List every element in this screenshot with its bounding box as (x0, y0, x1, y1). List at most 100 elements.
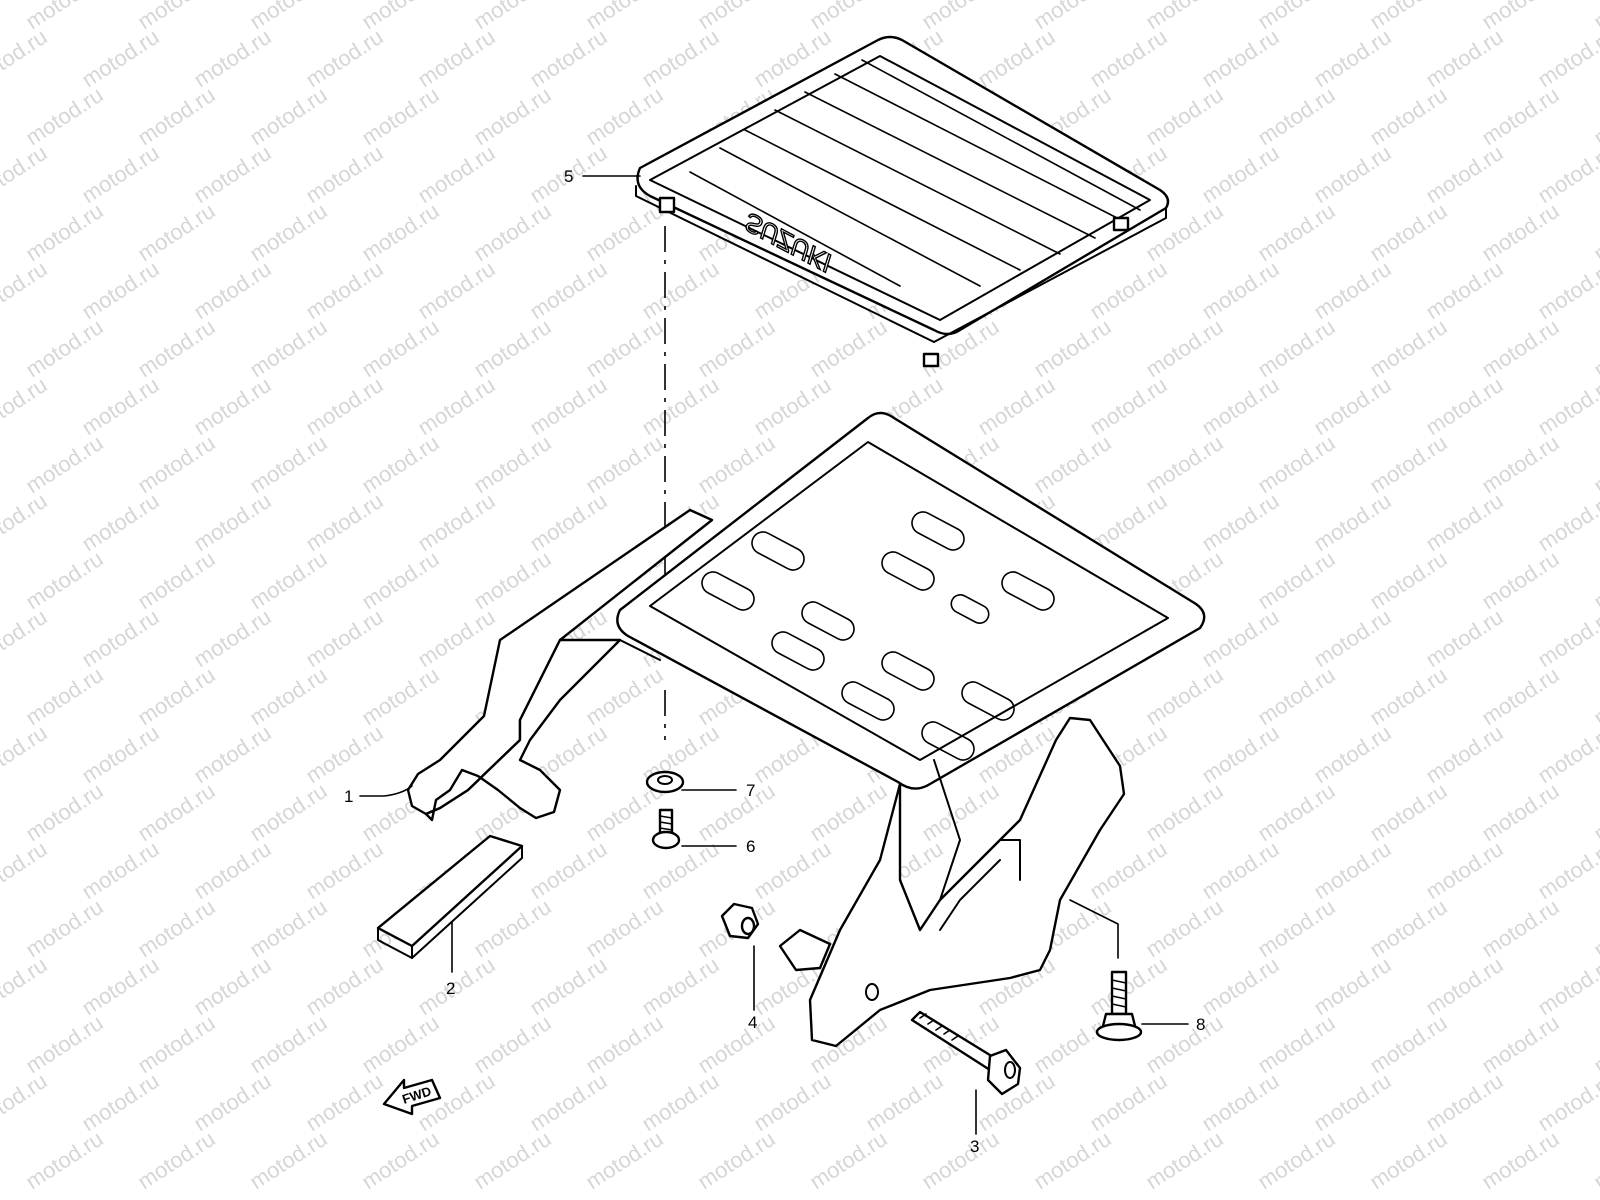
watermark-text: motod.ru (77, 24, 163, 92)
watermark-text: motod.ru (581, 1010, 667, 1078)
watermark-text: motod.ru (1197, 256, 1283, 324)
watermark-text: motod.ru (861, 1068, 947, 1136)
fwd-arrow-icon: FWD (382, 1078, 442, 1116)
watermark-text: motod.ru (1141, 662, 1227, 730)
watermark-text: motod.ru (1421, 836, 1507, 904)
watermark-text: motod.ru (469, 546, 555, 614)
watermark-text: motod.ru (413, 372, 499, 440)
watermark-text: motod.ru (1365, 546, 1451, 614)
watermark-text: motod.ru (1477, 314, 1563, 382)
watermark-text: motod.ru (357, 1126, 443, 1194)
watermark-text: motod.ru (1029, 430, 1115, 498)
watermark-text: motod.ru (805, 1126, 891, 1194)
watermark-text: motod.ru (525, 488, 611, 556)
watermark-text: motod.ru (301, 720, 387, 788)
watermark-text: motod.ru (301, 1068, 387, 1136)
watermark-text: motod.ru (133, 546, 219, 614)
watermark-text: motod.ru (693, 1010, 779, 1078)
watermark-text: motod.ru (469, 430, 555, 498)
watermark-text: motod.ru (77, 372, 163, 440)
watermark-text: motod.ru (0, 836, 52, 904)
watermark-text: motod.ru (1253, 1010, 1339, 1078)
watermark-text: motod.ru (1309, 1068, 1395, 1136)
watermark-text: motod.ru (133, 198, 219, 266)
watermark-text: motod.ru (1309, 140, 1395, 208)
watermark-text: motod.ru (21, 1126, 107, 1194)
watermark-text: motod.ru (581, 1126, 667, 1194)
watermark-text: motod.ru (1309, 952, 1395, 1020)
screw (651, 808, 681, 850)
washer (645, 770, 685, 794)
watermark-text: motod.ru (413, 488, 499, 556)
watermark-text: motod.ru (1533, 488, 1600, 556)
callout-numbers: 5 1 2 4 7 6 3 8 (344, 167, 1205, 1156)
callout-3: 3 (970, 1137, 979, 1156)
watermark-text: motod.ru (133, 82, 219, 150)
cushion-pad (376, 834, 524, 959)
watermark-text: motod.ru (525, 256, 611, 324)
watermark-text: motod.ru (1589, 314, 1600, 382)
watermark-text: motod.ru (637, 256, 723, 324)
watermark-text: motod.ru (21, 894, 107, 962)
watermark-text: motod.ru (1421, 488, 1507, 556)
watermark-text: motod.ru (357, 314, 443, 382)
watermark-text: motod.ru (1589, 198, 1600, 266)
watermark-text: motod.ru (1589, 778, 1600, 846)
watermark-text: motod.ru (469, 198, 555, 266)
watermark-text: motod.ru (1477, 662, 1563, 730)
watermark-text: motod.ru (1197, 372, 1283, 440)
watermark-text: motod.ru (469, 894, 555, 962)
watermark-text: motod.ru (245, 894, 331, 962)
watermark-text: motod.ru (1477, 546, 1563, 614)
callout-5: 5 (564, 167, 573, 186)
watermark-text: motod.ru (1533, 140, 1600, 208)
bolt-long (910, 1010, 1022, 1096)
watermark-text: motod.ru (133, 778, 219, 846)
watermark-text: motod.ru (1197, 952, 1283, 1020)
watermark-text: motod.ru (189, 836, 275, 904)
watermark-text: motod.ru (1197, 24, 1283, 92)
watermark-text: motod.ru (189, 604, 275, 672)
watermark-text: motod.ru (413, 604, 499, 672)
watermark-text: motod.ru (1477, 778, 1563, 846)
watermark-text: motod.ru (413, 140, 499, 208)
watermark-text: motod.ru (1141, 894, 1227, 962)
watermark-text: motod.ru (525, 372, 611, 440)
watermark-text: motod.ru (1477, 82, 1563, 150)
watermark-text: motod.ru (1141, 1126, 1227, 1194)
plate-foot (1112, 216, 1130, 232)
watermark-text: motod.ru (1309, 836, 1395, 904)
watermark-text: motod.ru (1421, 256, 1507, 324)
watermark-text: motod.ru (189, 24, 275, 92)
watermark-text: motod.ru (1085, 952, 1171, 1020)
watermark-text: motod.ru (1197, 720, 1283, 788)
watermark-text: motod.ru (693, 778, 779, 846)
watermark-text: motod.ru (1309, 24, 1395, 92)
watermark-text: motod.ru (0, 24, 52, 92)
watermark-text: motod.ru (301, 604, 387, 672)
watermark-text: motod.ru (245, 198, 331, 266)
watermark-text: motod.ru (1477, 1010, 1563, 1078)
watermark-text: motod.ru (0, 952, 52, 1020)
watermark-text: motod.ru (1197, 604, 1283, 672)
watermark-text: motod.ru (245, 82, 331, 150)
watermark-text: motod.ru (1589, 1126, 1600, 1194)
watermark-text: motod.ru (1085, 836, 1171, 904)
watermark-text: motod.ru (1365, 314, 1451, 382)
watermark-text: motod.ru (301, 372, 387, 440)
watermark-text: motod.ru (1029, 1126, 1115, 1194)
watermark-text: motod.ru (973, 372, 1059, 440)
watermark-text: motod.ru (1365, 82, 1451, 150)
watermark-text: motod.ru (189, 720, 275, 788)
watermark-text: motod.ru (77, 604, 163, 672)
watermark-text: motod.ru (301, 256, 387, 324)
watermark-text: motod.ru (301, 140, 387, 208)
watermark-text: motod.ru (133, 314, 219, 382)
watermark-text: motod.ru (1533, 24, 1600, 92)
watermark-text: motod.ru (1533, 836, 1600, 904)
watermark-text: motod.ru (1197, 488, 1283, 556)
watermark-text: motod.ru (77, 1068, 163, 1136)
watermark-text: motod.ru (1197, 836, 1283, 904)
watermark-text: motod.ru (0, 1068, 52, 1136)
